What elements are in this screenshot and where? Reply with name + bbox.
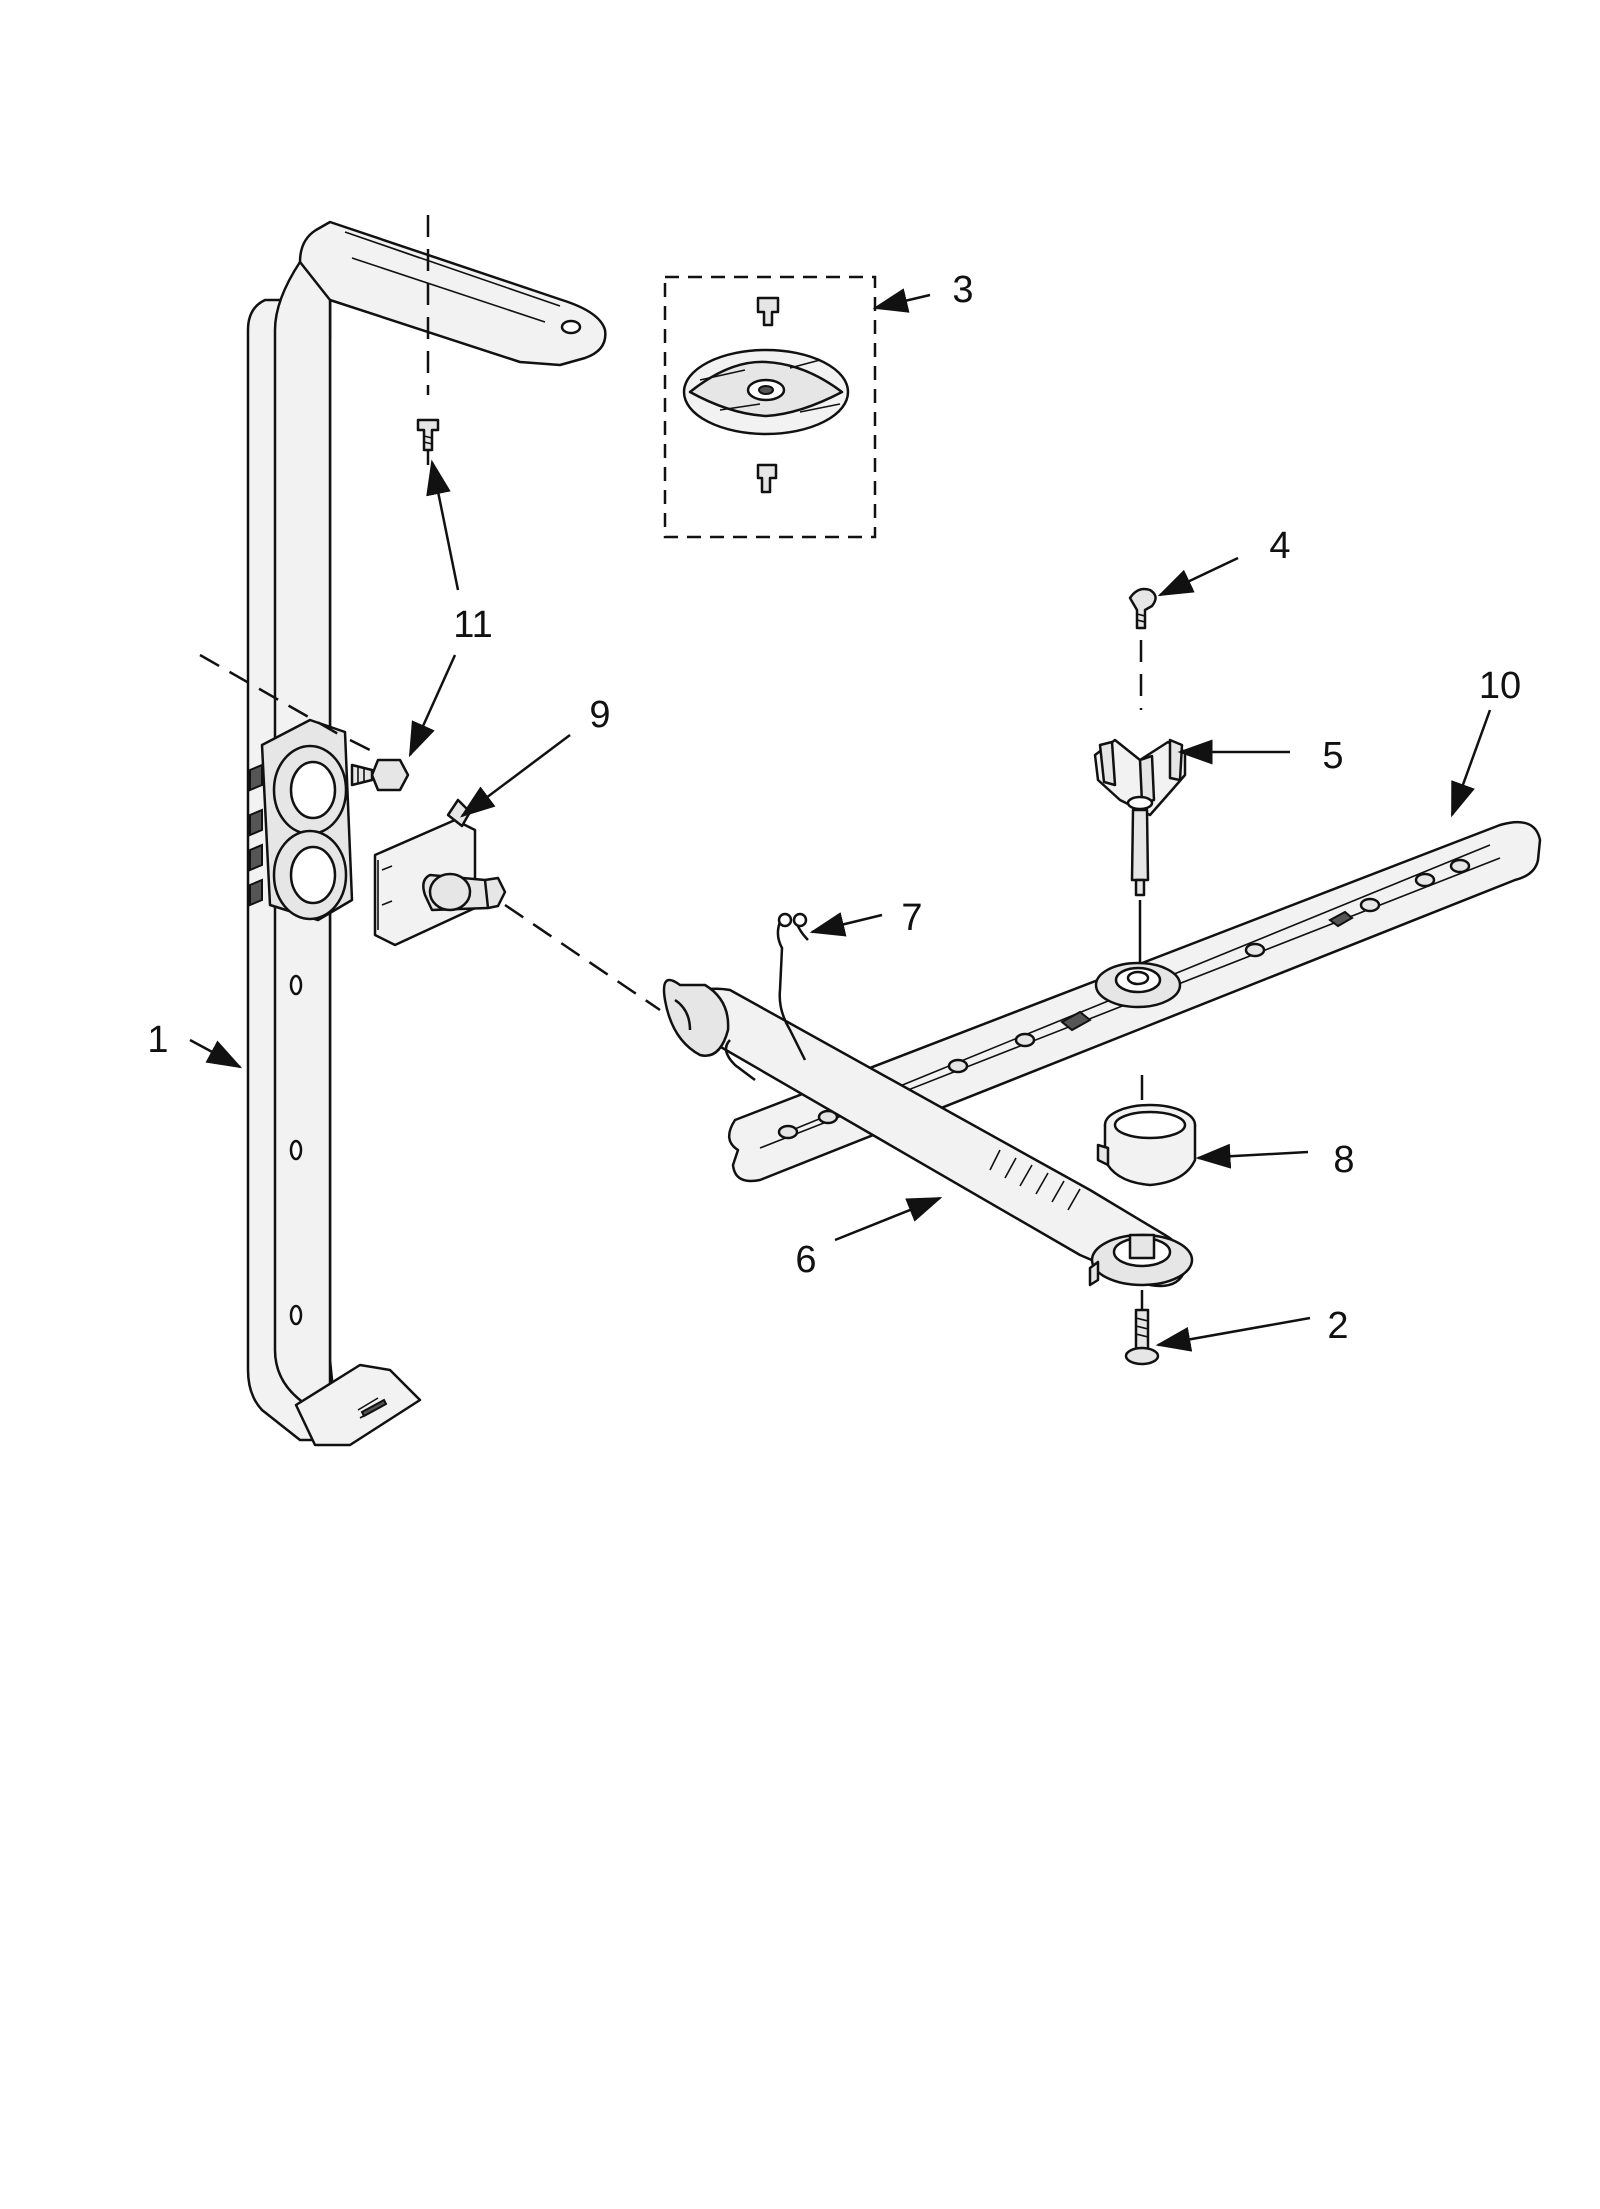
part-5-clip[interactable] (1093, 738, 1187, 897)
leader-1 (189, 1038, 243, 1069)
leader-7 (809, 912, 883, 937)
part-6-conduit[interactable] (662, 978, 1194, 1288)
leader-6 (834, 1196, 943, 1242)
callout-2: 2 (1327, 1305, 1348, 1347)
callout-10: 10 (1479, 665, 1521, 707)
part-11-screw-top[interactable] (416, 418, 440, 452)
callout-3: 3 (952, 269, 973, 311)
callout-4: 4 (1269, 525, 1290, 567)
leader-3 (872, 288, 931, 313)
leader-10 (1450, 709, 1492, 818)
callout-9: 9 (589, 694, 610, 736)
leader-8 (1195, 1143, 1309, 1169)
leader-9 (460, 734, 571, 818)
leader-2 (1155, 1316, 1311, 1352)
callout-5: 5 (1322, 735, 1343, 777)
leader-11a (426, 459, 460, 591)
callout-8: 8 (1333, 1139, 1354, 1181)
leader-11b (408, 654, 457, 758)
callout-11: 11 (453, 604, 492, 646)
part-4-screw[interactable] (1128, 587, 1157, 630)
part-1-supply-tube[interactable] (246, 220, 607, 1447)
part-9-bracket[interactable] (373, 798, 507, 947)
leader-4 (1157, 556, 1239, 597)
part-11-screw-side[interactable] (350, 758, 410, 792)
part-3-group-box (663, 275, 877, 539)
callout-1: 1 (147, 1019, 168, 1061)
part-8-ring[interactable] (1096, 1103, 1197, 1187)
part-2-screw[interactable] (1124, 1308, 1160, 1366)
callout-6: 6 (795, 1239, 816, 1281)
part-10-spray-arm[interactable] (728, 820, 1542, 1183)
part-7-wire-clip[interactable] (724, 912, 809, 1081)
part-3-hub[interactable] (682, 296, 850, 494)
callout-7: 7 (901, 897, 922, 939)
